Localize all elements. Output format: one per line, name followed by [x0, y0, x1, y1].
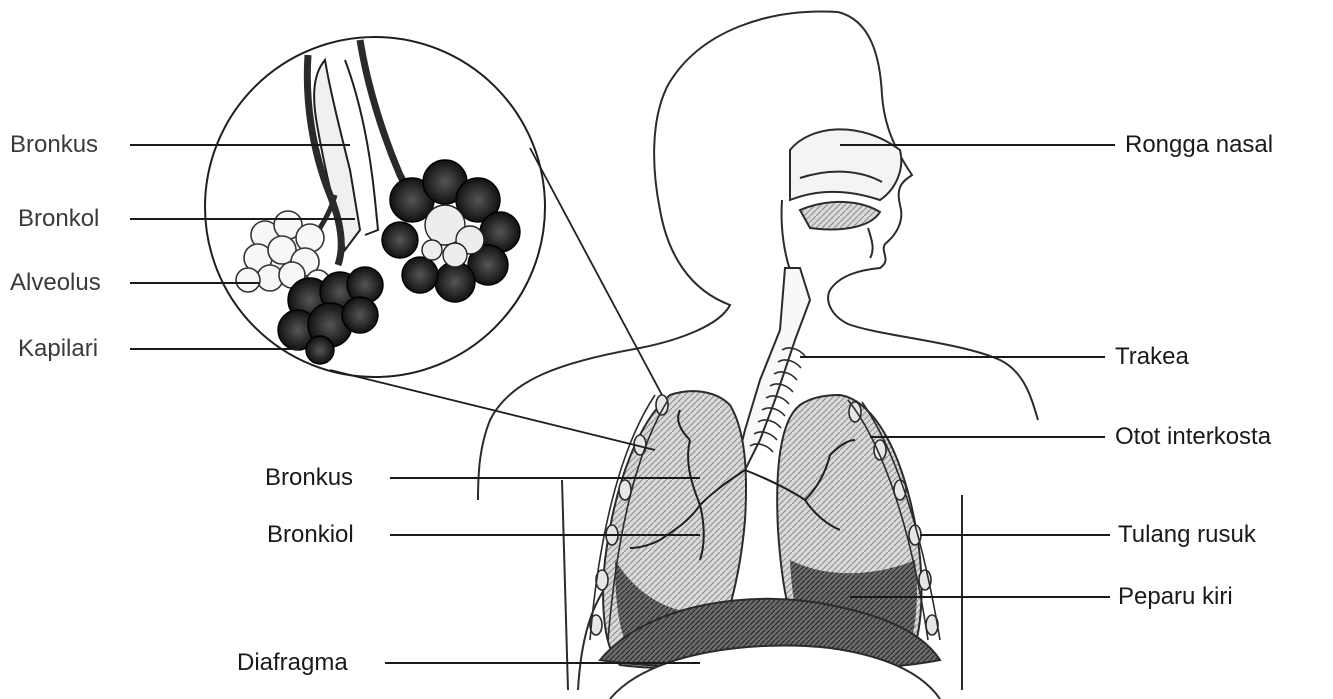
label-inset-bronkus: Bronkus	[10, 133, 98, 157]
label-trakea: Trakea	[1115, 345, 1189, 369]
label-diafragma: Diafragma	[237, 651, 348, 675]
label-inset-alveolus: Alveolus	[10, 271, 101, 295]
label-otot-interkosta: Otot interkosta	[1115, 425, 1271, 449]
label-rongga-nasal: Rongga nasal	[1125, 133, 1273, 157]
alveoli-inset	[205, 37, 545, 377]
label-inset-bronkol: Bronkol	[18, 207, 99, 231]
label-peparu-kiri: Peparu kiri	[1118, 585, 1233, 609]
label-bronkiol: Bronkiol	[267, 523, 354, 547]
label-inset-kapilari: Kapilari	[18, 337, 98, 361]
label-bronkus: Bronkus	[265, 466, 353, 490]
body-outline	[478, 12, 1038, 690]
label-tulang-rusuk: Tulang rusuk	[1118, 523, 1256, 547]
